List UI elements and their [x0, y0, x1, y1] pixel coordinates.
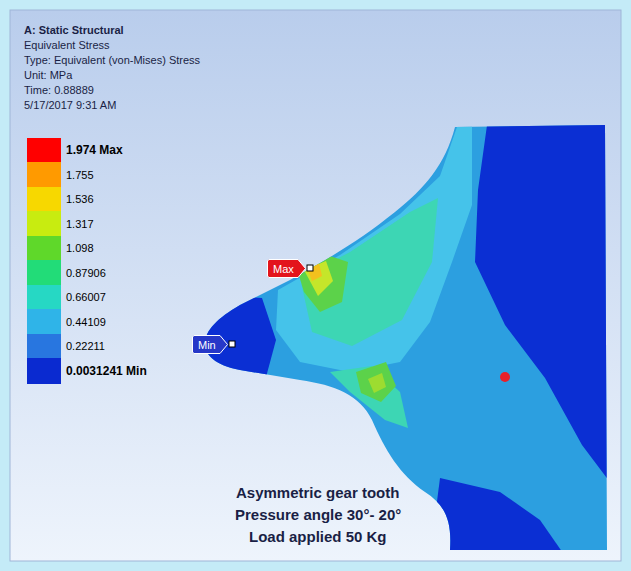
- flag-outline: [268, 260, 306, 278]
- legend-value: 0.66007: [66, 291, 106, 303]
- contour-band: [307, 263, 322, 281]
- legend-swatch: [27, 162, 61, 188]
- legend-swatch: [27, 187, 61, 213]
- legend-swatch: [27, 358, 61, 384]
- contour-band: [475, 118, 612, 485]
- result-info: Unit: MPa: [24, 69, 72, 81]
- legend-value: 1.974 Max: [66, 143, 123, 157]
- contour-band: [304, 261, 333, 296]
- legend-value: 1.536: [66, 193, 94, 205]
- contour-band: [298, 256, 348, 312]
- flag-outline: [193, 336, 228, 354]
- contour-band: [368, 373, 386, 393]
- legend-swatch: [27, 334, 61, 360]
- legend-swatch: [27, 309, 61, 335]
- legend-swatch: [27, 138, 61, 164]
- contour-band: [190, 110, 620, 560]
- caption-line: Load applied 50 Kg: [249, 528, 387, 545]
- max-probe: [307, 265, 313, 271]
- min-flag: Min: [192, 335, 228, 354]
- legend-value: 0.44109: [66, 316, 106, 328]
- caption-line: Pressure angle 30°- 20°: [235, 506, 401, 523]
- contour-band: [300, 198, 438, 346]
- result-info: Equivalent Stress: [24, 39, 110, 51]
- legend-swatch: [27, 236, 61, 262]
- legend-value: 0.0031241 Min: [66, 364, 147, 378]
- contour-band: [430, 478, 565, 556]
- legend-value: 1.098: [66, 242, 94, 254]
- contour-band: [356, 362, 396, 402]
- legend-value: 0.22211: [66, 340, 105, 352]
- load-point: [500, 372, 510, 382]
- max-flag: Max: [267, 259, 306, 278]
- legend-swatch: [27, 260, 61, 286]
- result-info: 5/17/2017 9:31 AM: [24, 99, 116, 111]
- probe-label: Max: [267, 260, 306, 278]
- legend-value: 0.87906: [66, 267, 106, 279]
- caption-line: Asymmetric gear tooth: [236, 484, 399, 501]
- legend-swatch: [27, 211, 61, 237]
- contour-band: [276, 124, 472, 372]
- stress-contours: [190, 110, 620, 560]
- min-probe: [229, 341, 235, 347]
- legend-value: 1.755: [66, 169, 94, 181]
- legend-value: 1.317: [66, 218, 94, 230]
- viewport-panel: [10, 10, 621, 561]
- analysis-title: A: Static Structural: [24, 24, 124, 36]
- legend-swatch: [27, 285, 61, 311]
- result-info: Type: Equivalent (von-Mises) Stress: [24, 54, 200, 66]
- result-info: Time: 0.88889: [24, 84, 94, 96]
- probe-label: Min: [192, 336, 228, 354]
